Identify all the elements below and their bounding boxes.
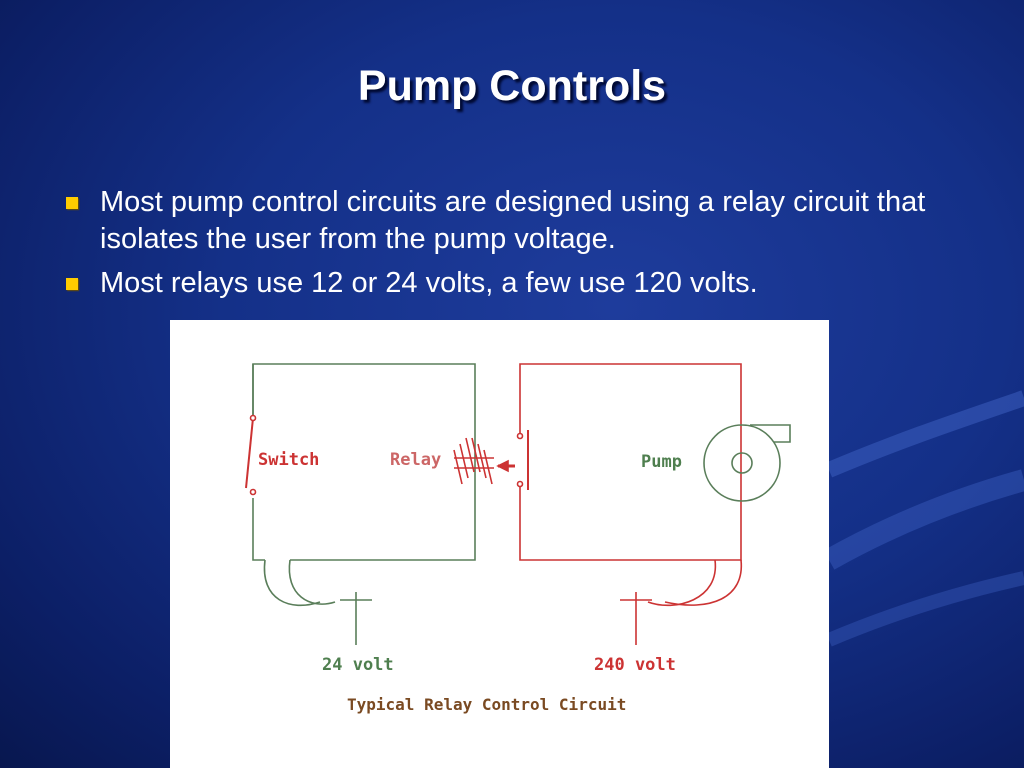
bullet-text: Most relays use 12 or 24 volts, a few us… — [100, 267, 758, 299]
power-circuit — [516, 363, 743, 645]
high-voltage-label: 240 volt — [594, 655, 676, 675]
relay-label: Relay — [390, 450, 441, 470]
diagram-caption: Typical Relay Control Circuit — [347, 695, 626, 714]
bullet-item: Most relays use 12 or 24 volts, a few us… — [60, 265, 960, 302]
bullet-item: Most pump control circuits are designed … — [60, 184, 960, 258]
bullet-list: Most pump control circuits are designed … — [60, 184, 960, 309]
switch-contact — [245, 364, 260, 498]
pump-motor — [703, 424, 791, 502]
relay-circuit-diagram: Switch Relay Pump 24 volt 240 volt Typic… — [170, 320, 829, 768]
square-bullet-icon — [66, 278, 78, 290]
slide-title: Pump Controls — [357, 62, 667, 110]
relay-coil — [453, 430, 529, 490]
control-circuit — [252, 363, 476, 645]
switch-label: Switch — [258, 450, 319, 470]
pump-label: Pump — [641, 452, 682, 472]
low-voltage-label: 24 volt — [322, 655, 394, 675]
square-bullet-icon — [66, 197, 78, 209]
bullet-text: Most pump control circuits are designed … — [100, 186, 926, 255]
